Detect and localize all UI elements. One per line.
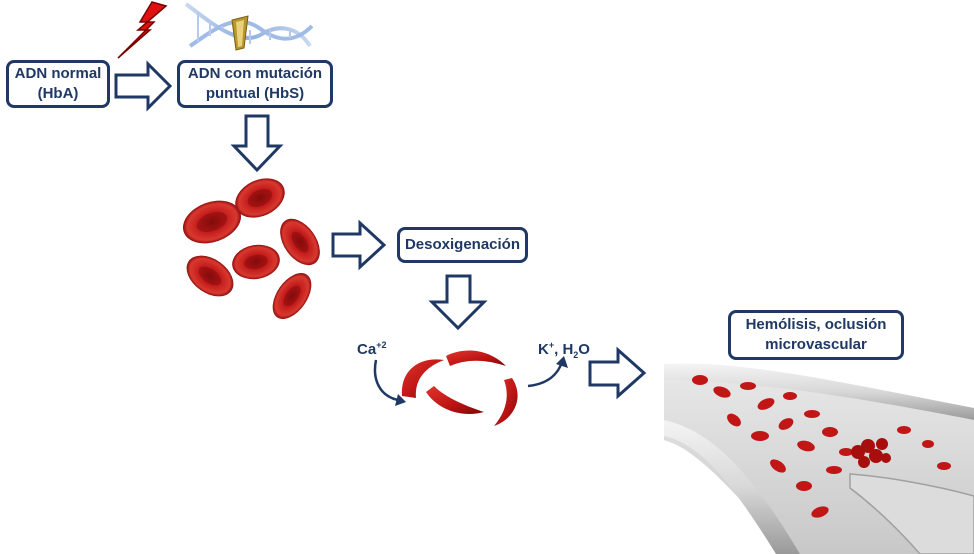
potassium-efflux-arrow — [527, 361, 564, 388]
calcium-label: Ca+2 — [357, 340, 386, 358]
arrow-right-1 — [114, 60, 173, 112]
potassium-charge: + — [548, 340, 555, 350]
dna-helix-icon — [184, 2, 314, 51]
arrow-down-1 — [230, 114, 284, 173]
mutated-dna-box: ADN con mutación puntual (HbS) — [177, 60, 333, 108]
sickle-cells-image — [401, 350, 518, 426]
arrow-right-2 — [331, 219, 387, 271]
potassium-symbol: K — [538, 341, 549, 358]
red-blood-cells-image — [182, 178, 320, 319]
mutated-dna-label: ADN con mutación puntual (HbS) — [187, 65, 323, 102]
blood-vessel-image — [664, 363, 974, 554]
potassium-water-label: K+, H2O — [538, 340, 590, 360]
lightning-icon — [117, 1, 168, 59]
calcium-charge: +2 — [376, 340, 387, 350]
deoxygenation-label: Desoxigenación — [404, 236, 521, 253]
deoxygenation-box: Desoxigenación — [397, 227, 528, 263]
calcium-influx-arrow — [373, 359, 399, 402]
water-suffix: O — [578, 341, 590, 358]
water-prefix: , H — [554, 341, 574, 358]
normal-dna-label: ADN normal (HbA) — [14, 65, 102, 102]
arrow-down-2 — [428, 274, 488, 331]
arrow-right-3 — [588, 346, 647, 400]
normal-dna-box: ADN normal (HbA) — [6, 60, 110, 108]
outcome-box: Hemólisis, oclusión microvascular — [728, 310, 904, 360]
outcome-label: Hemólisis, oclusión microvascular — [745, 316, 887, 353]
calcium-symbol: Ca — [357, 341, 377, 358]
water-subscript: 2 — [573, 350, 579, 360]
